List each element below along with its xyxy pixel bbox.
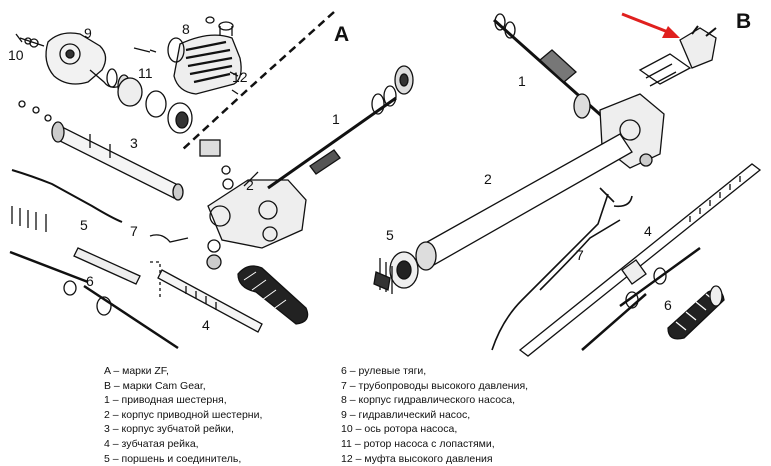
part-label-b-5: 5: [386, 227, 394, 243]
legend-right-column: 6 – рулевые тяги, 7 – трубопроводы высок…: [341, 364, 528, 466]
legend-item: 7 – трубопроводы высокого давления,: [341, 379, 529, 392]
rack-drawing: [149, 234, 309, 333]
part-label-a-5: 5: [80, 217, 88, 233]
part-label-b-6: 6: [664, 297, 672, 313]
section-label-b: B: [736, 10, 751, 33]
pinion-housing-drawing: [199, 139, 307, 270]
legend-item: A – марки ZF,: [104, 365, 169, 377]
part-label-a-2: 2: [246, 177, 254, 193]
part-label-a-7: 7: [130, 223, 138, 239]
part-label-b-1: 1: [518, 73, 526, 89]
part-label-a-11: 11: [138, 65, 153, 81]
legend-left-column: A – марки ZF, B – марки Cam Gear, 1 – пр…: [104, 364, 262, 466]
part-label-a-1: 1: [332, 111, 340, 127]
legend-item: 10 – ось ротора насоса,: [341, 423, 458, 436]
part-label-a-10: 10: [8, 47, 24, 63]
pump-rotor-drawing: [117, 71, 239, 134]
exploded-steering-diagram: A 9 8 10 11 12 3 1 2 7 5 6 4: [8, 10, 762, 357]
legend-item: B – марки Cam Gear,: [104, 379, 206, 392]
pinion-shaft-drawing: [267, 65, 414, 190]
part-label-a-3: 3: [130, 135, 138, 151]
legend-item: 5 – поршень и соединитель,: [104, 452, 242, 465]
legend-item: 3 – корпус зубчатой рейки,: [104, 423, 234, 436]
section-label-a: A: [334, 23, 349, 46]
part-label-a-4: 4: [202, 317, 210, 333]
legend-item: 12 – муфта высокого давления: [341, 452, 493, 465]
part-label-a-12: 12: [232, 69, 248, 85]
legend-item: 6 – рулевые тяги,: [341, 365, 427, 377]
legend-item: 9 – гидравлический насос,: [341, 408, 471, 421]
part-label-b-4: 4: [644, 223, 652, 239]
pump-separator-dashed-line: [181, 11, 335, 151]
tie-rods-drawing: [9, 206, 179, 350]
part-label-a-8: 8: [182, 21, 190, 37]
legend-item: 8 – корпус гидравлического насоса,: [341, 394, 516, 407]
hydraulic-pump-drawing: [15, 32, 131, 98]
part-label-a-6: 6: [86, 273, 94, 289]
part-label-a-9: 9: [84, 25, 92, 41]
legend-item: 11 – ротор насоса с лопастями,: [341, 437, 495, 450]
legend-item: 2 – корпус приводной шестерни,: [104, 408, 263, 421]
cam-gear-assembly-drawing: [373, 13, 762, 357]
rack-housing-drawing: [11, 100, 184, 223]
pump-housing-drawing: [133, 16, 242, 95]
part-label-b-7: 7: [576, 247, 584, 263]
legend-item: 1 – приводная шестерня,: [104, 394, 227, 407]
legend-item: 4 – зубчатая рейка,: [104, 437, 199, 450]
red-indicator-arrow: [621, 12, 680, 38]
part-label-b-2: 2: [484, 171, 492, 187]
